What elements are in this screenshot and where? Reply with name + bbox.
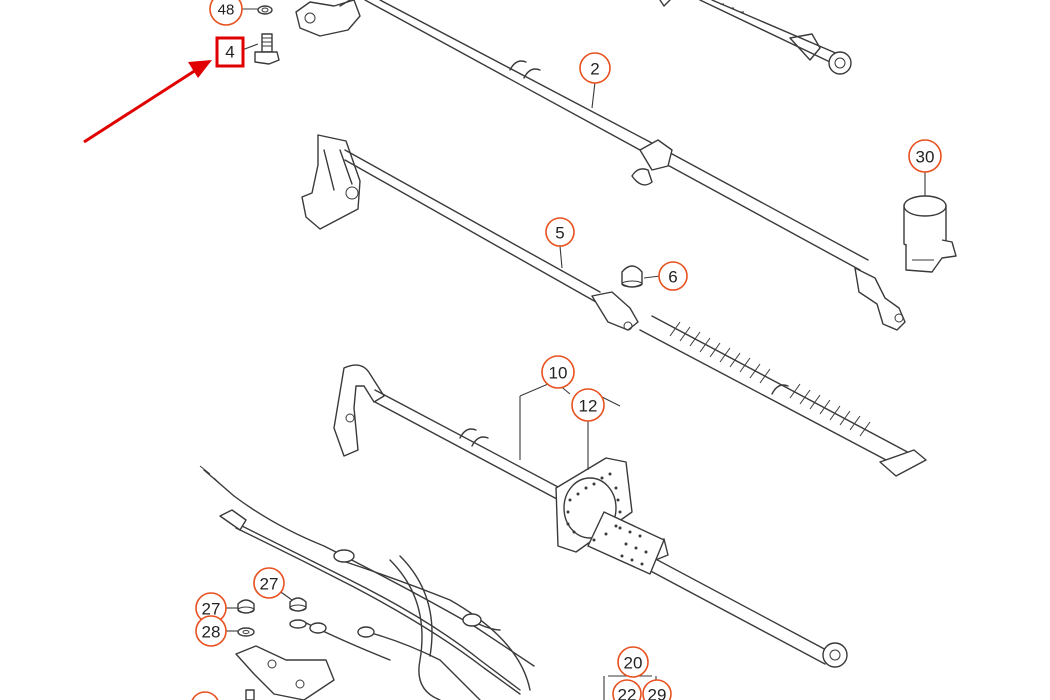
callout-48-text: 48 bbox=[218, 2, 235, 19]
callout-28: 28 bbox=[195, 615, 227, 647]
washer-part-28 bbox=[237, 627, 255, 637]
callout-5: 5 bbox=[545, 217, 575, 247]
wiring-harness bbox=[199, 465, 535, 700]
callout-12: 12 bbox=[571, 388, 605, 422]
callout-27-left-text: 27 bbox=[202, 600, 221, 619]
callout-5-text: 5 bbox=[555, 224, 564, 243]
callout-10: 10 bbox=[541, 355, 575, 389]
corrugated-cable bbox=[639, 315, 927, 477]
callout-4-highlighted: 4 bbox=[215, 36, 245, 68]
callout-29: 29 bbox=[642, 679, 672, 700]
cable-part-5 bbox=[344, 149, 639, 331]
red-pointer-arrow bbox=[83, 60, 212, 144]
grommet-part-12 bbox=[555, 457, 665, 575]
cable-upper-right bbox=[659, 0, 852, 75]
terminal-clamp bbox=[295, 0, 361, 37]
callout-28-text: 28 bbox=[202, 623, 221, 642]
callout-12-text: 12 bbox=[579, 397, 598, 416]
callout-20-text: 20 bbox=[624, 654, 643, 673]
cable-part-2 bbox=[364, 0, 906, 331]
callout-20: 20 bbox=[617, 646, 649, 678]
leader-lines bbox=[225, 8, 926, 700]
callout-27-right-text: 27 bbox=[260, 575, 279, 594]
callout-30: 30 bbox=[908, 139, 942, 173]
callout-30-text: 30 bbox=[916, 148, 935, 167]
grommet-texture bbox=[566, 472, 648, 566]
nut-part-6 bbox=[621, 265, 643, 288]
callout-22: 22 bbox=[612, 679, 642, 700]
bolt-part-4 bbox=[254, 33, 280, 65]
callout-27-left: 27 bbox=[195, 592, 227, 624]
callout-22-text: 22 bbox=[618, 686, 637, 700]
callout-6-text: 6 bbox=[668, 268, 677, 287]
callout-6: 6 bbox=[658, 261, 688, 291]
bracket-cable-10 bbox=[333, 364, 385, 457]
highlight-box bbox=[215, 36, 245, 68]
bracket-left bbox=[301, 134, 361, 230]
callout-29-text: 29 bbox=[648, 686, 667, 700]
nut-part-27-right bbox=[289, 597, 307, 629]
fuse-holder-part-30 bbox=[903, 195, 957, 273]
callout-27-right: 27 bbox=[253, 567, 285, 599]
callout-10-text: 10 bbox=[549, 364, 568, 383]
callout-partial-bottom-left bbox=[191, 691, 219, 700]
callout-4-text: 4 bbox=[225, 43, 234, 62]
bottom-bracket bbox=[235, 645, 335, 700]
washer-part-48 bbox=[257, 5, 273, 15]
callout-2: 2 bbox=[579, 52, 611, 84]
callout-48: 48 bbox=[209, 0, 243, 26]
callout-2-text: 2 bbox=[590, 60, 599, 79]
nut-part-27-left bbox=[237, 599, 255, 614]
